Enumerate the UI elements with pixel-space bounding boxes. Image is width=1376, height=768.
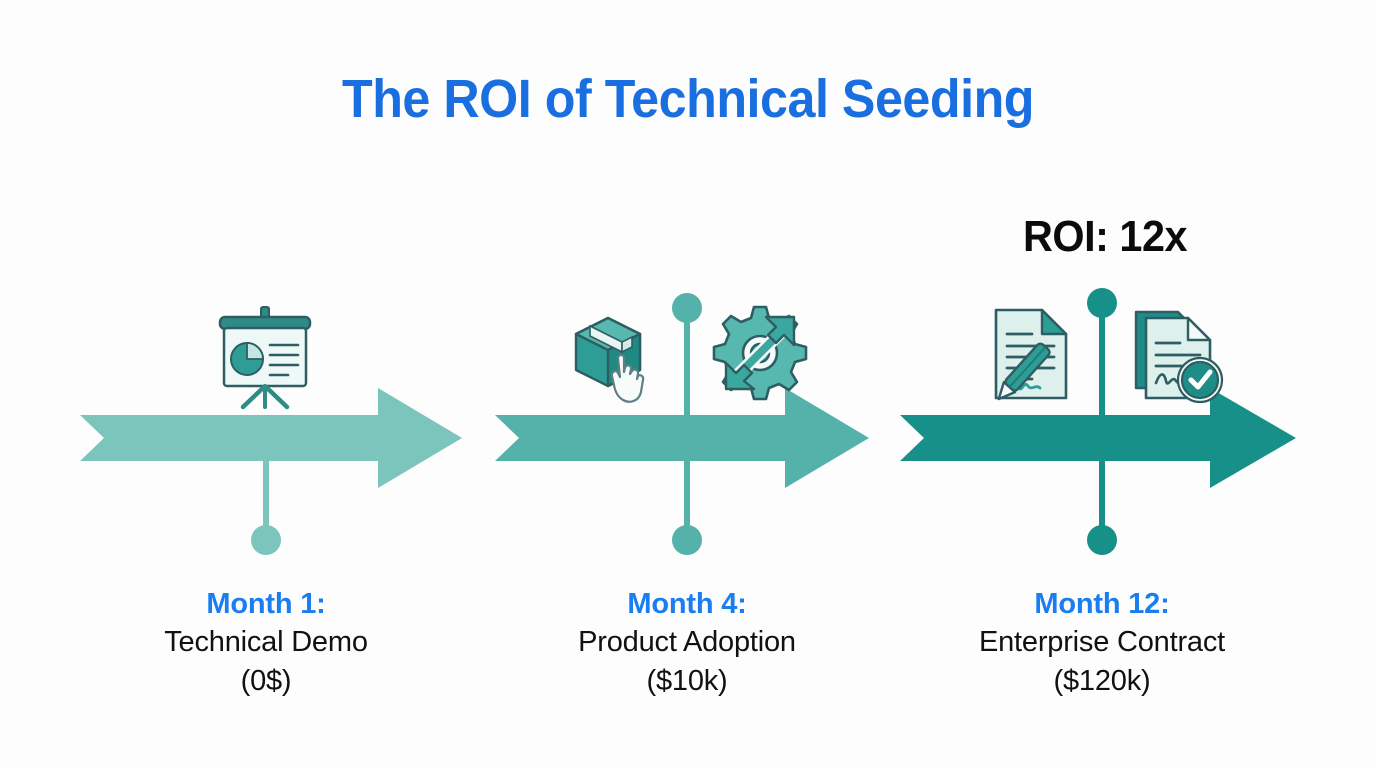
milestone-description-month-4: Product Adoption <box>578 626 796 659</box>
milestone-value-month-1: (0$) <box>240 665 292 698</box>
milestone-title-month-12: Month 12: <box>1034 588 1170 620</box>
contract-signature-pen-icon <box>994 308 1068 401</box>
milestone-value-month-12: ($120k) <box>1053 665 1151 698</box>
roi-callout: ROI: 12x <box>1022 212 1188 261</box>
presentation-chart-icon <box>218 306 312 410</box>
connector-month-4 <box>672 293 702 555</box>
timeline-arrow-month-4 <box>495 388 869 488</box>
connector-month-12 <box>1087 288 1117 555</box>
milestone-value-month-4: ($10k) <box>646 665 728 698</box>
package-click-icon <box>574 316 645 403</box>
milestone-label-month-1: Month 1: Technical Demo (0$) <box>76 585 456 701</box>
gear-growth-arrow-icon <box>712 305 808 401</box>
connector-month-1 <box>251 458 281 555</box>
milestone-title-month-4: Month 4: <box>627 588 747 620</box>
milestone-description-month-1: Technical Demo <box>164 626 368 659</box>
contract-verified-icon <box>1134 310 1224 404</box>
page-title: The ROI of Technical Seeding <box>341 69 1035 129</box>
timeline-arrow-month-1 <box>80 388 462 488</box>
milestone-label-month-4: Month 4: Product Adoption ($10k) <box>497 585 877 701</box>
timeline-arrow-month-12 <box>900 388 1296 488</box>
milestone-description-month-12: Enterprise Contract <box>978 626 1226 659</box>
milestone-title-month-1: Month 1: <box>206 588 326 620</box>
milestone-label-month-12: Month 12: Enterprise Contract ($120k) <box>912 585 1292 701</box>
